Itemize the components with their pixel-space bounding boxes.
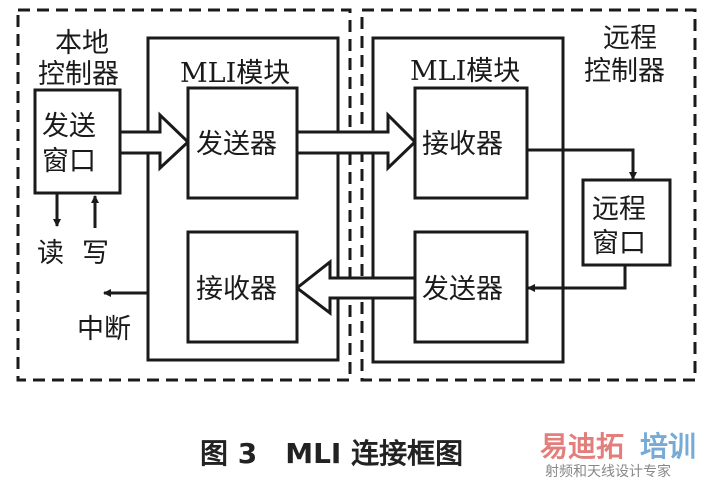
remote-controller-label-1: 远程 [603, 23, 657, 54]
local-to-remote-link-arrow [295, 111, 418, 172]
remote-window-block [581, 178, 672, 267]
send-window-to-transmitter-arrow [118, 111, 191, 172]
remote-transmitter-label: 发送器 [422, 274, 503, 305]
local-controller-boundary [16, 8, 352, 382]
remote-controller-label-2: 控制器 [584, 56, 665, 87]
local-controller-label-1: 本地 [55, 28, 109, 59]
remote-receiver-label: 接收器 [422, 129, 503, 160]
watermark-tagline: 射频和天线设计专家 [545, 463, 671, 480]
remote-window-to-transmitter-arrow [527, 265, 627, 292]
remote-mli-title: MLI模块 [410, 56, 520, 87]
local-receiver-label: 接收器 [196, 274, 277, 305]
send-window-block [33, 88, 122, 195]
read-label: 读 [37, 238, 64, 269]
local-transmitter-label: 发送器 [196, 129, 277, 160]
send-window-label-1: 发送 [42, 111, 96, 142]
remote-to-local-link-arrow [294, 258, 417, 317]
watermark-brand-blue: 培训 [640, 430, 696, 463]
local-mli-title: MLI模块 [180, 58, 290, 89]
write-label: 写 [82, 238, 109, 269]
watermark-brand-red: 易迪拓 [540, 430, 624, 463]
remote-window-label-1: 远程 [592, 194, 646, 225]
receiver-to-remote-window-arrow [527, 148, 637, 180]
send-window-label-2: 窗口 [42, 146, 96, 177]
remote-controller-boundary [360, 8, 697, 382]
figure-caption: 图 3 MLI 连接框图 [200, 437, 463, 470]
interrupt-label: 中断 [77, 314, 131, 345]
remote-receiver-block [413, 86, 529, 200]
local-transmitter-block [186, 86, 299, 200]
watermark-logo: 易迪拓 培训 射频和天线设计专家 [540, 430, 696, 480]
local-controller-label-2: 控制器 [38, 59, 119, 90]
local-receiver-block [186, 230, 299, 344]
remote-window-label-2: 窗口 [592, 228, 646, 259]
remote-transmitter-block [413, 230, 529, 344]
